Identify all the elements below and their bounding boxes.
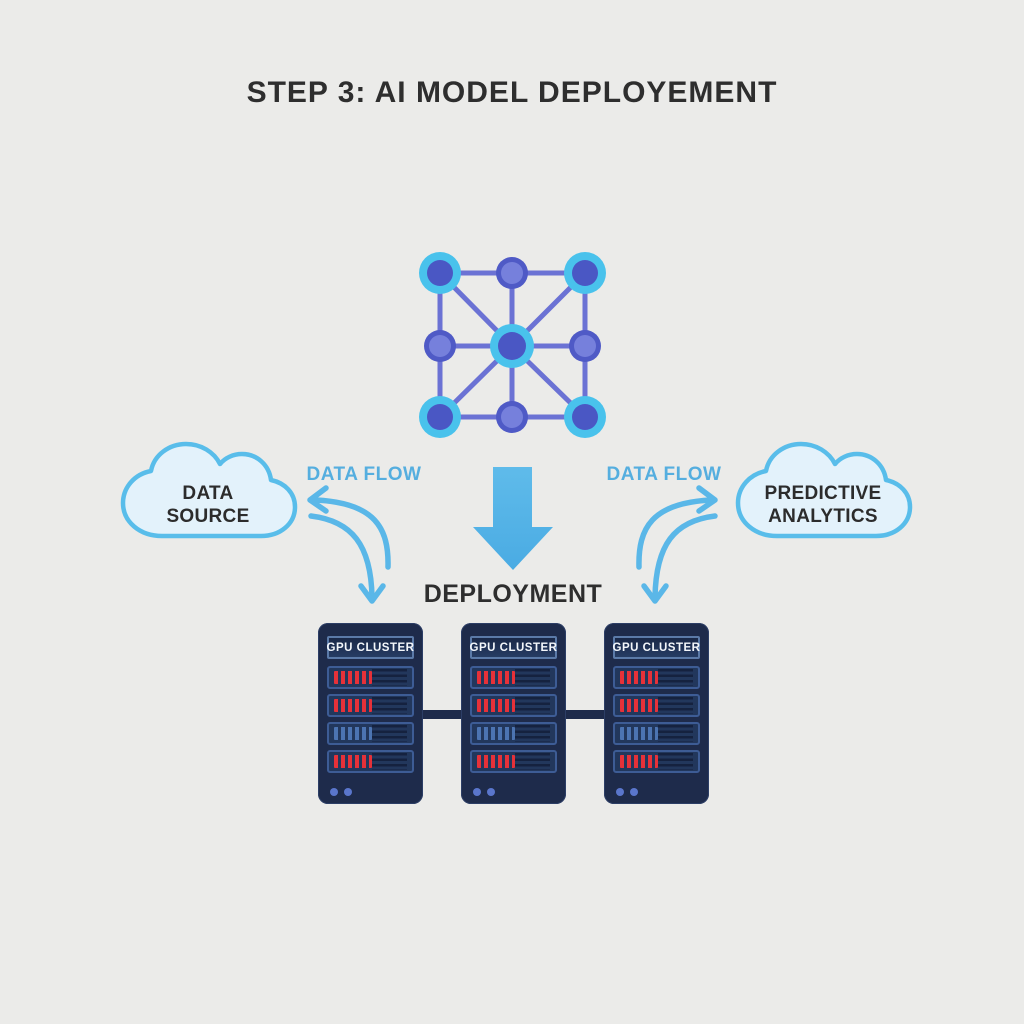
data-flow-label-right: DATA FLOW [606, 464, 722, 485]
server-row [613, 750, 700, 773]
led-strip-blue [477, 727, 515, 740]
server-label-text: GPU CLUSTER [469, 641, 558, 654]
server-row [613, 694, 700, 717]
server-row [327, 750, 414, 773]
server-rack-2: GPU CLUSTER [461, 623, 566, 804]
vent-lines [657, 669, 693, 686]
server-row [470, 722, 557, 745]
data-flow-arrows-left-icon [307, 485, 391, 604]
vent-lines [514, 753, 550, 770]
status-dot [473, 788, 481, 796]
server-rack-1: GPU CLUSTER [318, 623, 423, 804]
server-row [470, 694, 557, 717]
cloud-data-source-label: DATA SOURCE [116, 482, 300, 528]
page-title: STEP 3: AI MODEL DEPLOYEMENT [246, 76, 778, 109]
vent-lines [371, 753, 407, 770]
data-flow-arrows-right-icon [636, 485, 718, 604]
power-dots [616, 788, 638, 796]
cloud-predictive-analytics-label: PREDICTIVE ANALYTICS [731, 482, 915, 528]
server-row [327, 694, 414, 717]
vent-lines [371, 725, 407, 742]
data-flow-label-left: DATA FLOW [306, 464, 422, 485]
status-dot [344, 788, 352, 796]
led-strip-red [620, 671, 658, 684]
network-corner-nodes [419, 252, 606, 438]
server-label: GPU CLUSTER [470, 636, 557, 659]
server-label-text: GPU CLUSTER [326, 641, 415, 654]
network-mid-nodes [424, 257, 601, 433]
vent-lines [514, 697, 550, 714]
vent-lines [371, 697, 407, 714]
cloud-predictive-analytics-icon [735, 441, 913, 539]
led-strip-red [334, 699, 372, 712]
led-strip-red [620, 755, 658, 768]
server-row [327, 722, 414, 745]
cloud-label-line1: PREDICTIVE [764, 483, 882, 504]
vent-lines [657, 725, 693, 742]
server-row [613, 666, 700, 689]
vent-lines [371, 669, 407, 686]
vent-lines [657, 697, 693, 714]
vent-lines [657, 753, 693, 770]
led-strip-red [334, 671, 372, 684]
server-row [470, 750, 557, 773]
led-strip-blue [334, 727, 372, 740]
vent-lines [514, 669, 550, 686]
status-dot [616, 788, 624, 796]
cloud-data-source-icon [120, 441, 298, 539]
server-row [470, 666, 557, 689]
server-row [613, 722, 700, 745]
led-strip-blue [620, 727, 658, 740]
deployment-arrow-icon [473, 467, 553, 570]
status-dot [487, 788, 495, 796]
led-strip-red [334, 755, 372, 768]
deployment-label: DEPLOYMENT [423, 580, 603, 608]
power-dots [473, 788, 495, 796]
led-strip-red [477, 699, 515, 712]
server-label: GPU CLUSTER [327, 636, 414, 659]
server-connector [564, 710, 606, 719]
server-rack-3: GPU CLUSTER [604, 623, 709, 804]
server-row [327, 666, 414, 689]
cloud-label-line2: SOURCE [166, 506, 250, 527]
led-strip-red [477, 671, 515, 684]
led-strip-red [477, 755, 515, 768]
cloud-label-line1: DATA [182, 483, 234, 504]
server-label-text: GPU CLUSTER [612, 641, 701, 654]
server-connector [421, 710, 463, 719]
led-strip-red [620, 699, 658, 712]
vent-lines [514, 725, 550, 742]
server-label: GPU CLUSTER [613, 636, 700, 659]
cloud-label-line2: ANALYTICS [768, 506, 878, 527]
neural-network-icon [419, 252, 606, 438]
status-dot [630, 788, 638, 796]
status-dot [330, 788, 338, 796]
power-dots [330, 788, 352, 796]
